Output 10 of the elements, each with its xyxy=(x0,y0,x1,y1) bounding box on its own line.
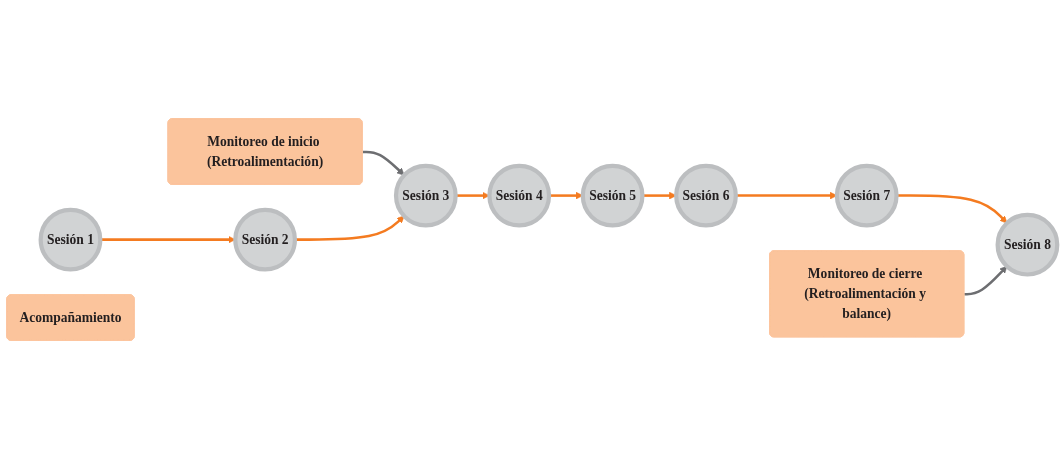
node-circle: Sesión 2 xyxy=(233,207,298,272)
node-circle: Sesión 6 xyxy=(674,163,738,228)
node-circle: Sesión 4 xyxy=(487,163,552,228)
node-circle: Sesión 3 xyxy=(393,163,458,228)
node-circle: Sesión 7 xyxy=(834,163,899,228)
arrow xyxy=(362,150,405,176)
node-circle: Sesión 5 xyxy=(580,163,645,228)
node-circle: Sesión 8 xyxy=(995,212,1060,277)
arrow xyxy=(964,265,1008,296)
node-circle: Sesión 1 xyxy=(38,207,103,272)
